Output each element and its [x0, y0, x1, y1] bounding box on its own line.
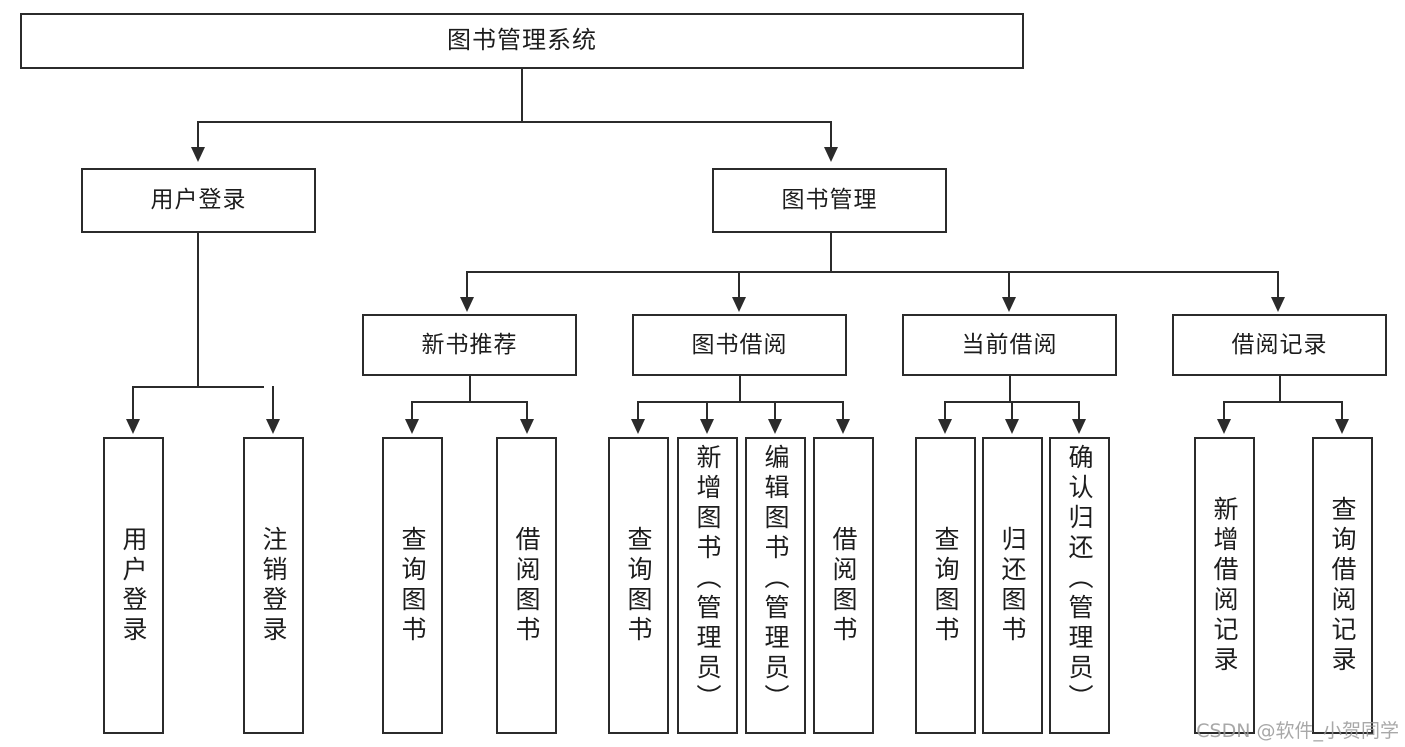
node-label: 编辑图书（管理员） — [761, 444, 790, 714]
node-label: 归还图书 — [998, 525, 1027, 646]
node-label: 借阅图书 — [512, 525, 541, 646]
connector-drop-leaf-add-book — [706, 401, 708, 421]
node-label: 当前借阅 — [961, 331, 1058, 358]
node-label: 图书借阅 — [691, 331, 788, 358]
arrow-leaf-confirm-return — [1072, 419, 1086, 434]
connector-drop-leaf-add-borrow-record — [1223, 401, 1225, 421]
node-leaf-query-borrow-record[interactable]: 查询借阅记录 — [1312, 437, 1373, 734]
connector-drop-leaf-return-book — [1011, 401, 1013, 421]
node-leaf-query-book-2[interactable]: 查询图书 — [608, 437, 669, 734]
node-current-borrow[interactable]: 当前借阅 — [902, 314, 1117, 376]
connector-drop-leaf-borrow-book-1 — [526, 401, 528, 421]
node-borrow-record[interactable]: 借阅记录 — [1172, 314, 1387, 376]
node-label: 查询借阅记录 — [1328, 495, 1357, 676]
node-label: 借阅记录 — [1231, 331, 1328, 358]
arrow-book-manage — [824, 147, 838, 162]
node-leaf-query-book-3[interactable]: 查询图书 — [915, 437, 976, 734]
node-label: 确认归还（管理员） — [1065, 444, 1094, 714]
connector-bus-level3 — [466, 271, 1279, 273]
node-label: 新增图书（管理员） — [693, 444, 722, 714]
node-book-borrow[interactable]: 图书借阅 — [632, 314, 847, 376]
node-new-book-recommend[interactable]: 新书推荐 — [362, 314, 577, 376]
connector-borrow-record-trunk — [1279, 376, 1281, 401]
connector-drop-leaf-user-login — [132, 386, 134, 421]
node-root-book-management-system[interactable]: 图书管理系统 — [20, 13, 1024, 69]
node-label: 注销登录 — [259, 525, 288, 646]
arrow-leaf-query-book-2 — [631, 419, 645, 434]
node-leaf-query-book-1[interactable]: 查询图书 — [382, 437, 443, 734]
node-leaf-confirm-return[interactable]: 确认归还（管理员） — [1049, 437, 1110, 734]
connector-book-manage-trunk — [830, 233, 832, 271]
connector-drop-leaf-query-book-3 — [944, 401, 946, 421]
arrow-book-borrow — [732, 297, 746, 312]
connector-drop-leaf-query-book-1 — [411, 401, 413, 421]
node-leaf-borrow-book-2[interactable]: 借阅图书 — [813, 437, 874, 734]
connector-new-book-recommend-trunk — [469, 376, 471, 401]
arrow-leaf-user-login — [126, 419, 140, 434]
connector-user-login-trunk — [197, 233, 199, 386]
connector-drop-borrow-record — [1277, 271, 1279, 299]
arrow-leaf-add-book — [700, 419, 714, 434]
node-leaf-logout-login[interactable]: 注销登录 — [243, 437, 304, 734]
node-leaf-user-login[interactable]: 用户登录 — [103, 437, 164, 734]
node-leaf-return-book[interactable]: 归还图书 — [982, 437, 1043, 734]
connector-drop-leaf-edit-book — [774, 401, 776, 421]
node-leaf-edit-book[interactable]: 编辑图书（管理员） — [745, 437, 806, 734]
arrow-leaf-logout-login — [266, 419, 280, 434]
node-leaf-add-borrow-record[interactable]: 新增借阅记录 — [1194, 437, 1255, 734]
node-label: 借阅图书 — [829, 525, 858, 646]
node-label: 图书管理系统 — [447, 26, 597, 55]
arrow-new-book-recommend — [460, 297, 474, 312]
arrow-leaf-borrow-book-2 — [836, 419, 850, 434]
connector-book-borrow-trunk — [739, 376, 741, 401]
node-label: 查询图书 — [624, 525, 653, 646]
node-label: 新书推荐 — [421, 331, 518, 358]
connector-drop-user-login — [197, 121, 199, 149]
node-label: 新增借阅记录 — [1210, 495, 1239, 676]
node-leaf-borrow-book-1[interactable]: 借阅图书 — [496, 437, 557, 734]
node-book-manage[interactable]: 图书管理 — [712, 168, 947, 233]
connector-drop-leaf-logout-login — [272, 386, 274, 421]
connector-drop-leaf-borrow-book-2 — [842, 401, 844, 421]
arrow-leaf-query-book-1 — [405, 419, 419, 434]
arrow-leaf-edit-book — [768, 419, 782, 434]
connector-bus-user-login-leaves — [132, 386, 264, 388]
connector-current-borrow-trunk — [1009, 376, 1011, 401]
arrow-leaf-query-borrow-record — [1335, 419, 1349, 434]
node-leaf-add-book[interactable]: 新增图书（管理员） — [677, 437, 738, 734]
arrow-user-login — [191, 147, 205, 162]
node-label: 查询图书 — [398, 525, 427, 646]
connector-drop-current-borrow — [1008, 271, 1010, 299]
connector-drop-leaf-confirm-return — [1078, 401, 1080, 421]
connector-root-trunk — [521, 69, 523, 121]
arrow-leaf-add-borrow-record — [1217, 419, 1231, 434]
node-label: 用户登录 — [150, 187, 247, 214]
node-label: 用户登录 — [119, 525, 148, 646]
arrow-leaf-query-book-3 — [938, 419, 952, 434]
connector-drop-book-borrow — [738, 271, 740, 299]
connector-bus-level2 — [197, 121, 832, 123]
connector-bus-book-borrow-leaves — [637, 401, 844, 403]
node-label: 查询图书 — [931, 525, 960, 646]
csdn-watermark: CSDN @软件_小贺同学 — [1196, 720, 1399, 742]
connector-drop-new-book-recommend — [466, 271, 468, 299]
connector-drop-leaf-query-borrow-record — [1341, 401, 1343, 421]
arrow-current-borrow — [1002, 297, 1016, 312]
connector-bus-new-book-recommend-leaves — [411, 401, 528, 403]
arrow-leaf-borrow-book-1 — [520, 419, 534, 434]
connector-drop-book-manage — [830, 121, 832, 149]
arrow-borrow-record — [1271, 297, 1285, 312]
connector-bus-borrow-record-leaves — [1223, 401, 1343, 403]
arrow-leaf-return-book — [1005, 419, 1019, 434]
node-label: 图书管理 — [781, 187, 878, 214]
connector-drop-leaf-query-book-2 — [637, 401, 639, 421]
node-user-login[interactable]: 用户登录 — [81, 168, 316, 233]
